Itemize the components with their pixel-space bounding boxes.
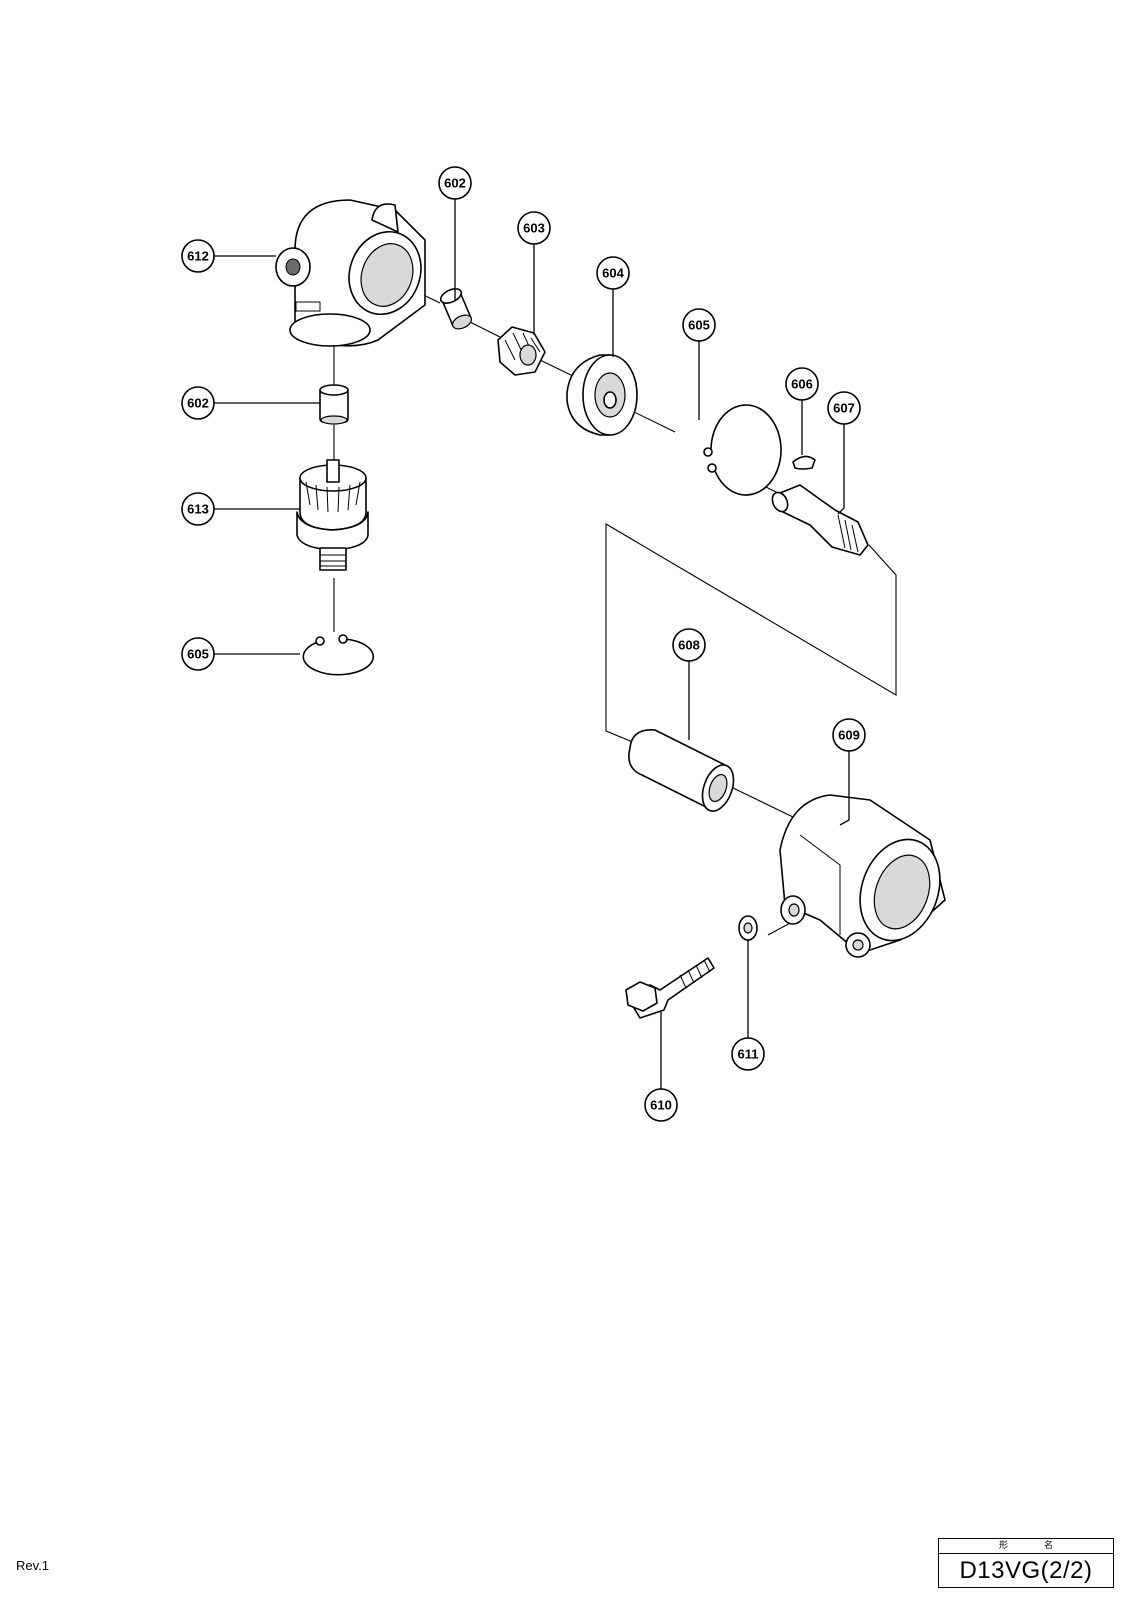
callout-607-label: 607 <box>833 401 855 416</box>
callout-602-upper-label: 602 <box>444 176 466 191</box>
callout-608: 608 <box>672 628 706 662</box>
part-613-bevel-gear-shaft <box>296 459 369 571</box>
callout-611-label: 611 <box>738 1047 759 1062</box>
callout-603-label: 603 <box>523 221 545 236</box>
part-602-needle-bearing-upper <box>439 288 473 330</box>
title-block: 形名 D13VG(2/2) <box>938 1538 1114 1588</box>
revision-label: Rev.1 <box>16 1558 49 1573</box>
part-606-key <box>792 455 816 470</box>
callout-605-lower: 605 <box>181 637 215 671</box>
callout-602-upper: 602 <box>438 166 472 200</box>
callout-605-upper-label: 605 <box>688 318 710 333</box>
callout-602-lower: 602 <box>181 386 215 420</box>
part-611-washer <box>738 915 758 941</box>
callout-604: 604 <box>596 256 630 290</box>
callout-608-label: 608 <box>678 638 700 653</box>
part-608-sleeve <box>628 729 735 812</box>
title-block-header: 形名 <box>939 1539 1113 1554</box>
callout-603: 603 <box>517 211 551 245</box>
part-612-gear-housing <box>275 199 426 347</box>
callout-609: 609 <box>832 718 866 752</box>
part-607-spindle <box>771 484 869 556</box>
callout-613-label: 613 <box>187 502 209 517</box>
callout-609-label: 609 <box>838 728 860 743</box>
callout-611: 611 <box>731 1037 765 1071</box>
part-609-handle-holder <box>779 794 946 958</box>
part-610-hex-bolt <box>625 957 715 1019</box>
part-604-ball-bearing <box>566 354 638 436</box>
model-number: D13VG(2/2) <box>959 1557 1093 1584</box>
callout-613: 613 <box>181 492 215 526</box>
callout-610-label: 610 <box>650 1098 672 1113</box>
part-602-needle-bearing-lower <box>319 384 349 425</box>
callout-606: 606 <box>785 367 819 401</box>
callout-606-label: 606 <box>791 377 813 392</box>
callout-605-upper: 605 <box>682 308 716 342</box>
part-605-retaining-ring-lower <box>302 634 375 676</box>
callout-610: 610 <box>644 1088 678 1122</box>
callout-602-lower-label: 602 <box>187 396 209 411</box>
callout-612-label: 612 <box>187 249 209 264</box>
callout-607: 607 <box>827 391 861 425</box>
callout-612: 612 <box>181 239 215 273</box>
callout-leaders <box>214 199 850 1089</box>
part-603-bevel-gear <box>497 326 546 376</box>
part-605-retaining-ring-upper <box>703 404 782 496</box>
callout-604-label: 604 <box>602 266 624 281</box>
callout-605-lower-label: 605 <box>187 647 209 662</box>
